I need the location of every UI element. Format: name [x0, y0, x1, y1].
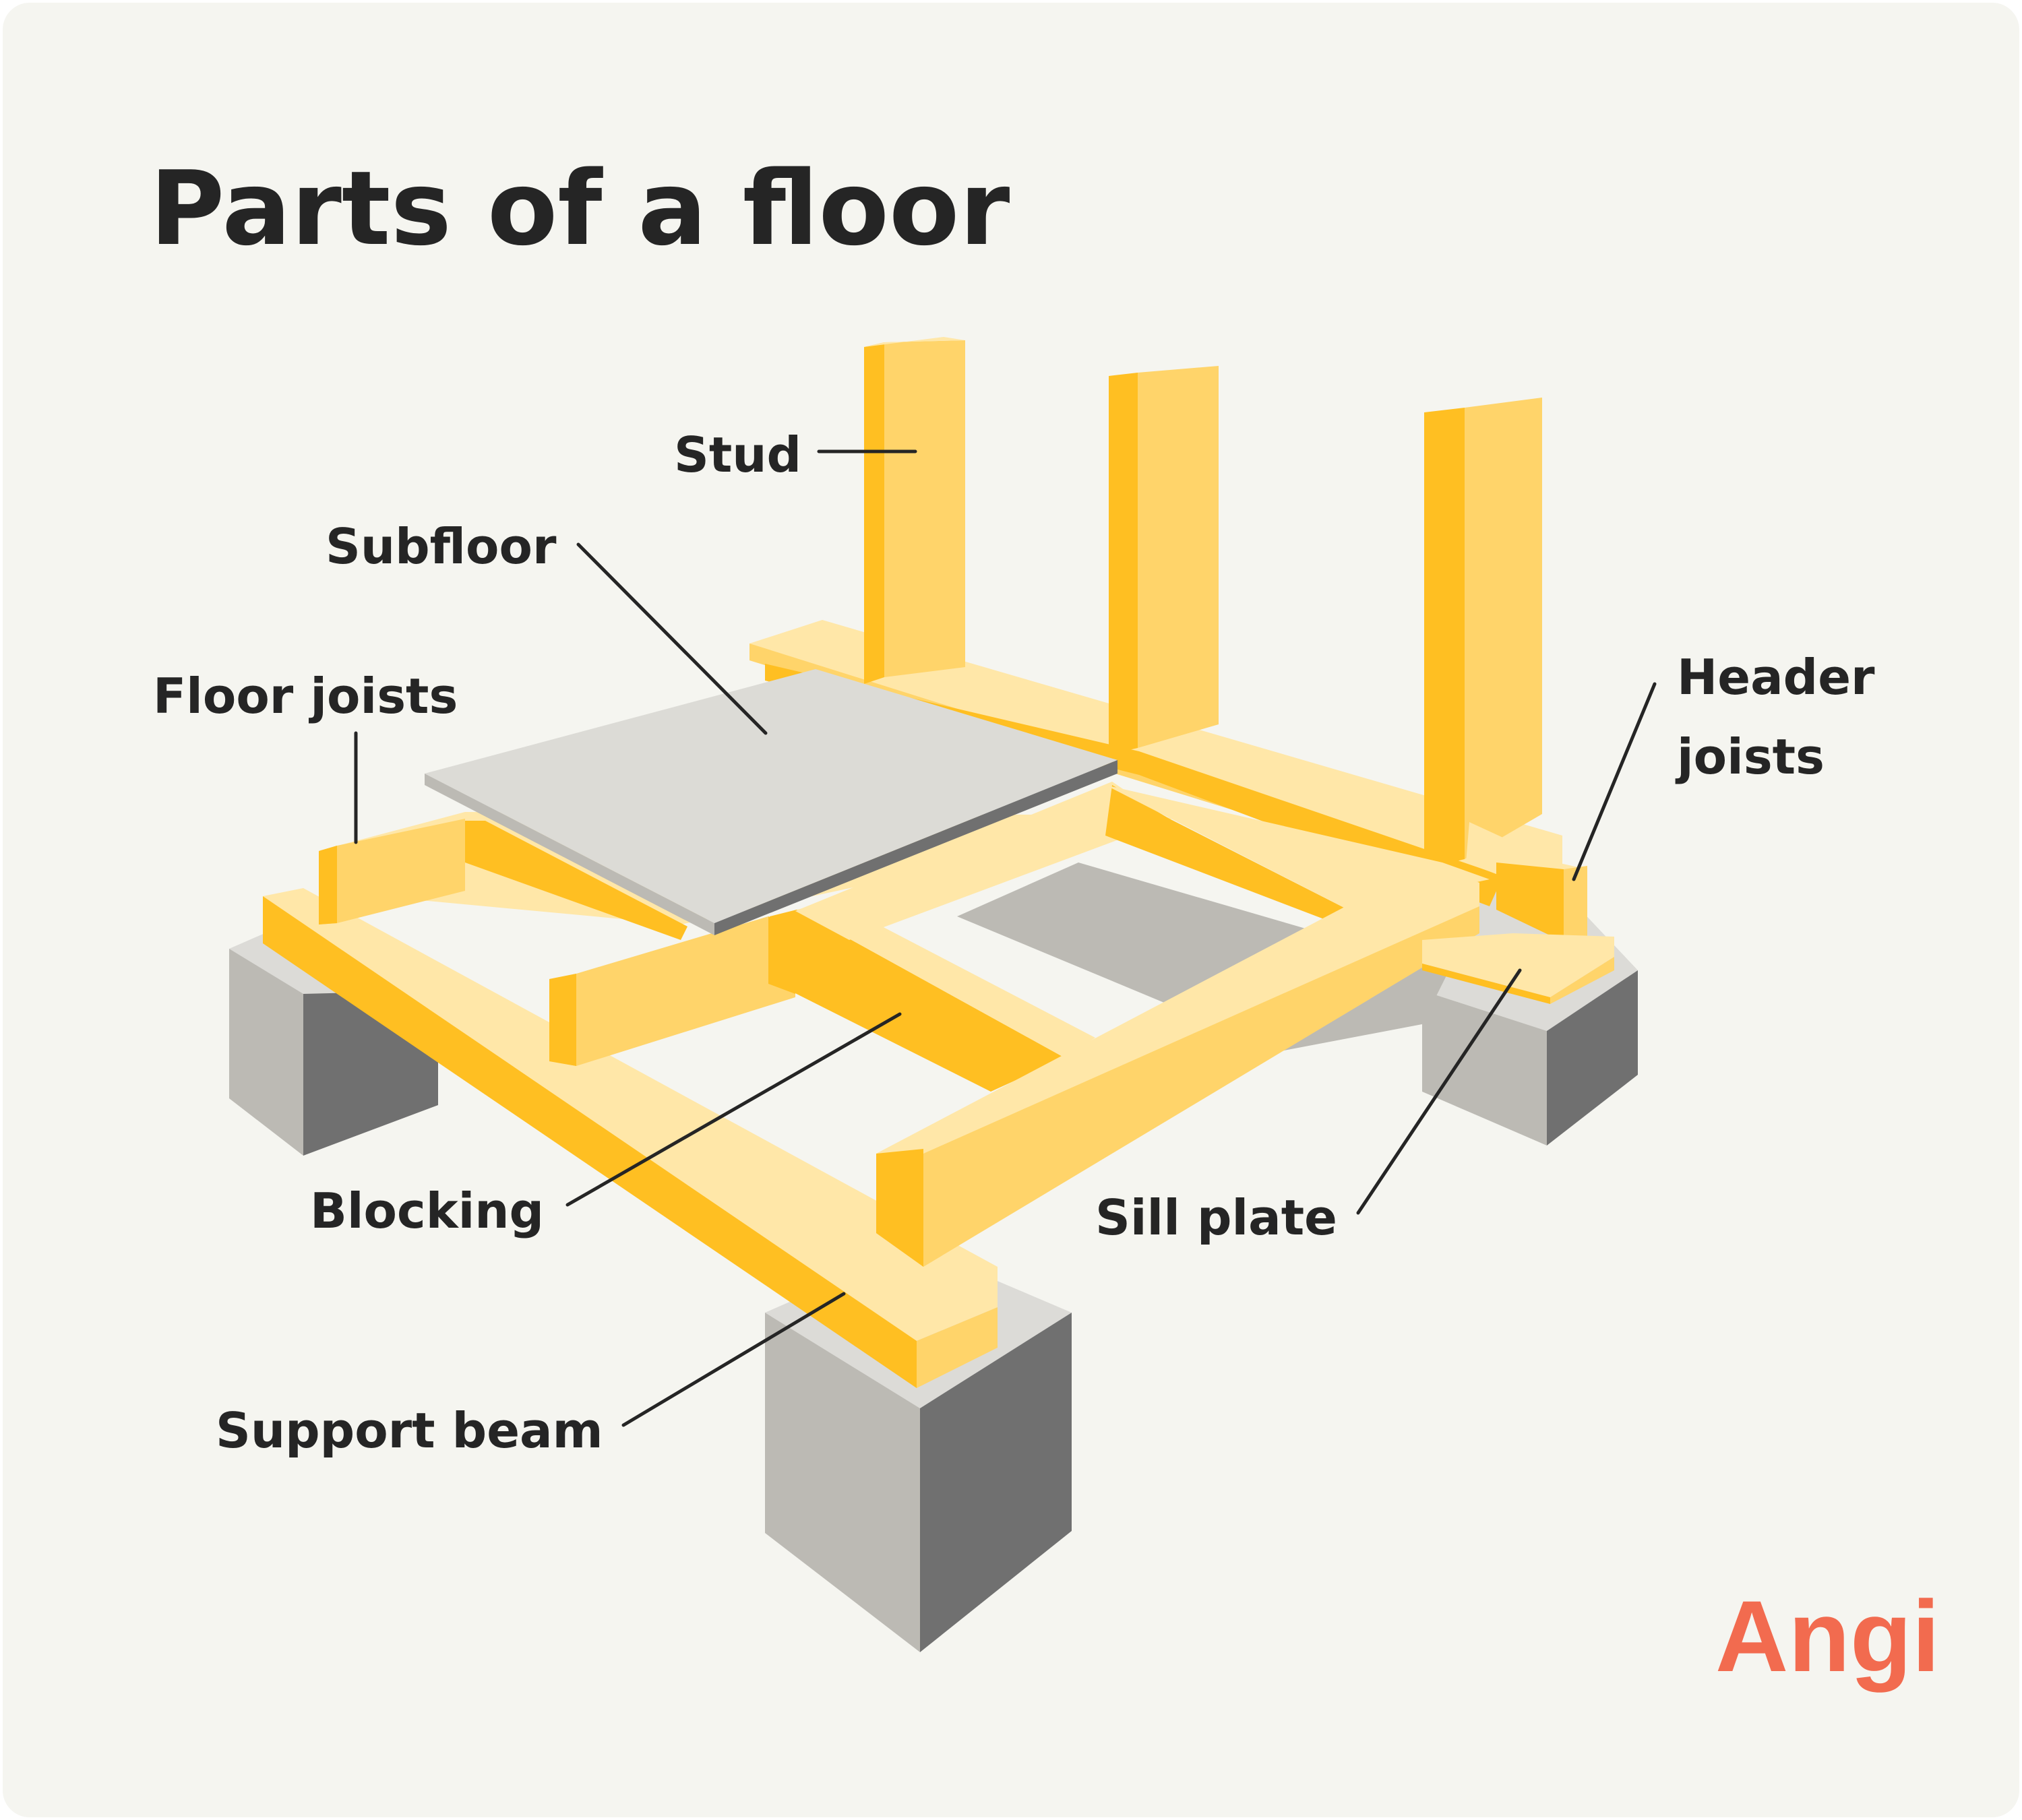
sill-plate-right	[1422, 933, 1614, 1004]
label-header-joists-line2: joists	[1675, 728, 1825, 785]
label-blocking: Blocking	[310, 1183, 544, 1239]
header-joist-right-end	[1466, 822, 1587, 942]
leader-header-joists	[1572, 682, 1657, 881]
floor-joist-upper-left	[795, 782, 1169, 940]
floor-joist-middle	[465, 821, 687, 940]
subfloor-panel	[425, 669, 1117, 935]
stud-3	[1424, 398, 1542, 869]
leader-blocking	[565, 1012, 902, 1207]
floor-joist-left-end	[319, 819, 465, 924]
floor-joist-upper-right	[1105, 785, 1490, 923]
label-subfloor: Subfloor	[326, 518, 557, 575]
label-header-joists-line1: Header	[1677, 649, 1875, 705]
label-floor-joists: Floor joists	[153, 668, 458, 724]
floor-joist-front-right	[876, 862, 1479, 1267]
label-sill-plate: Sill plate	[1095, 1189, 1337, 1246]
page-title: Parts of a floor	[150, 149, 1010, 268]
stud-1	[864, 337, 965, 684]
stud-2	[1109, 366, 1219, 755]
brand-logo: Angi	[1715, 1579, 1940, 1693]
leader-support-beam	[621, 1292, 846, 1427]
floor-joist-lower	[770, 902, 1095, 1092]
support-beam	[263, 888, 998, 1388]
label-stud: Stud	[674, 427, 801, 483]
leader-subfloor	[576, 542, 768, 735]
label-support-beam: Support beam	[216, 1402, 603, 1459]
leader-sill-plate	[1356, 968, 1522, 1215]
